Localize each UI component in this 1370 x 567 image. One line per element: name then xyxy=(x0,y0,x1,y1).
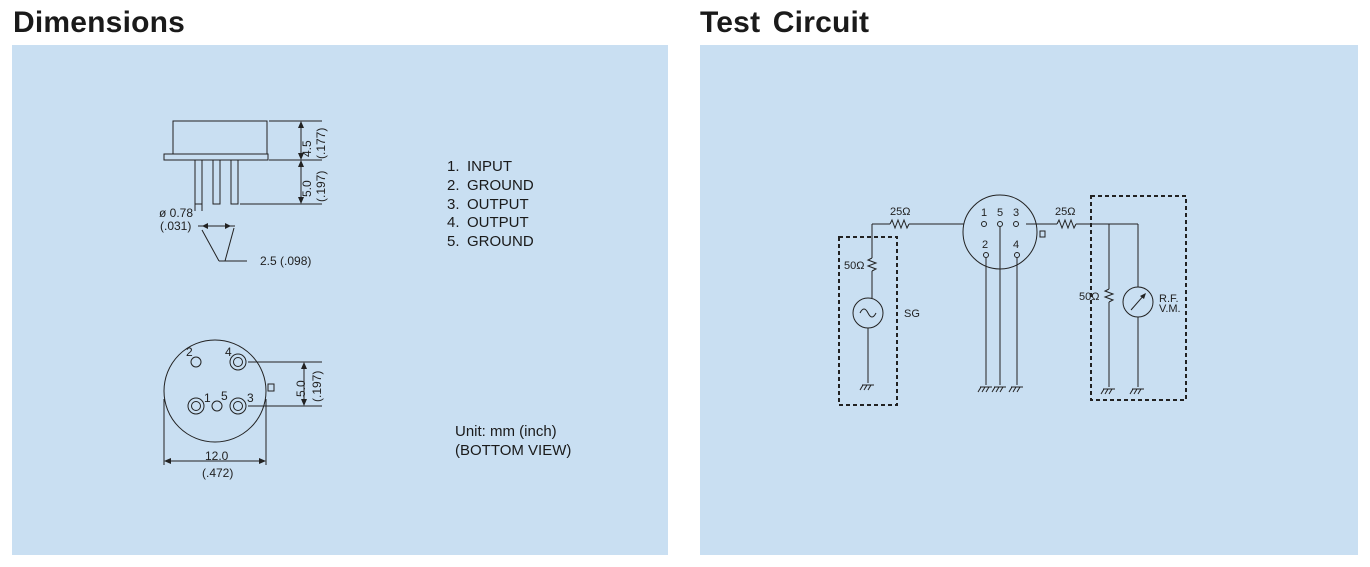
unit-label: Unit: mm (inch) xyxy=(455,423,557,440)
pin-list-item: 1.INPUT xyxy=(447,158,512,175)
dimensions-panel: 4.5 (.177) 5.0 (.197) ø 0.78 (.031) 2.5 … xyxy=(12,45,668,555)
height-mm-label: 4.5 xyxy=(300,140,314,157)
pin-2-bottom xyxy=(190,356,202,368)
test-circuit-diagram: 25Ω 25Ω 50Ω 50Ω SG R.F. V.M. 1 5 3 2 4 xyxy=(838,194,1187,406)
voltmeter-label-line2: V.M. xyxy=(1159,303,1181,315)
pin-list-item: 4.OUTPUT xyxy=(447,214,529,232)
dimensions-drawing: 4.5 (.177) 5.0 (.197) ø 0.78 (.031) 2.5 … xyxy=(159,120,328,480)
pin-spacing-mm-label: 5.0 xyxy=(294,380,308,397)
voltmeter-box xyxy=(1090,195,1187,401)
signal-generator-label: SG xyxy=(904,308,920,320)
circuit-pin-3-label: 3 xyxy=(1013,207,1019,219)
view-label: (BOTTOM VIEW) xyxy=(455,442,572,459)
pin-diameter-in-label: (.031) xyxy=(160,219,191,233)
pin-list-item: 2.GROUND xyxy=(447,176,534,194)
load-resistor-label: 50Ω xyxy=(1079,291,1099,303)
dimensions-title: Dimensions xyxy=(13,6,186,39)
diameter-mm-label: 12.0 xyxy=(205,449,229,463)
diameter-in-label: (.472) xyxy=(202,466,233,480)
device-tab xyxy=(1039,230,1046,238)
test-circuit-title: Test Circuit xyxy=(700,6,870,39)
pin-side-1 xyxy=(194,159,203,205)
bottom-pin-1-label: 1 xyxy=(204,391,211,405)
package-flange-side xyxy=(163,153,269,161)
pinlen-in-label: (.197) xyxy=(314,171,328,202)
pin-side-2 xyxy=(212,159,221,205)
pin-spacing-in-label: (.197) xyxy=(310,371,324,402)
circuit-pin-2-label: 2 xyxy=(982,239,988,251)
pinlen-mm-label: 5.0 xyxy=(300,180,314,197)
pin-list-item: 5.GROUND xyxy=(447,233,534,251)
signal-generator-box xyxy=(838,236,898,406)
pin-diameter-mm-label: ø 0.78 xyxy=(159,206,193,220)
test-circuit-panel: 25Ω 25Ω 50Ω 50Ω SG R.F. V.M. 1 5 3 2 4 xyxy=(700,45,1358,555)
pin-5-bottom xyxy=(211,400,223,412)
pin-1-bottom xyxy=(187,397,205,415)
pin-side-3 xyxy=(230,159,239,205)
bottom-pin-5-label: 5 xyxy=(221,389,228,403)
input-resistor-label: 25Ω xyxy=(890,206,910,218)
package-body-side xyxy=(172,120,268,155)
pin-3-bottom xyxy=(229,397,247,415)
height-in-label: (.177) xyxy=(314,128,328,159)
circuit-pin-5-label: 5 xyxy=(997,207,1003,219)
bottom-pin-3-label: 3 xyxy=(247,391,254,405)
circuit-pin-1-label: 1 xyxy=(981,207,987,219)
orientation-tab xyxy=(267,383,275,392)
circuit-pin-4-label: 4 xyxy=(1013,239,1019,251)
bottom-pin-2-label: 2 xyxy=(186,345,193,359)
source-resistor-label: 50Ω xyxy=(844,260,864,272)
bottom-pin-4-label: 4 xyxy=(225,345,232,359)
pin-list-item: 3.OUTPUT xyxy=(447,195,529,213)
pin-pitch-label: 2.5 (.098) xyxy=(260,254,311,268)
voltmeter-label-line1: R.F. xyxy=(1159,293,1179,305)
unit-note: Unit: mm (inch) (BOTTOM VIEW) xyxy=(455,422,571,460)
pin-list: 1.INPUT 2.GROUND 3.OUTPUT 4.OUTPUT 5.GRO… xyxy=(447,158,534,252)
output-resistor-label: 25Ω xyxy=(1055,206,1075,218)
pin-4-bottom xyxy=(229,353,247,371)
